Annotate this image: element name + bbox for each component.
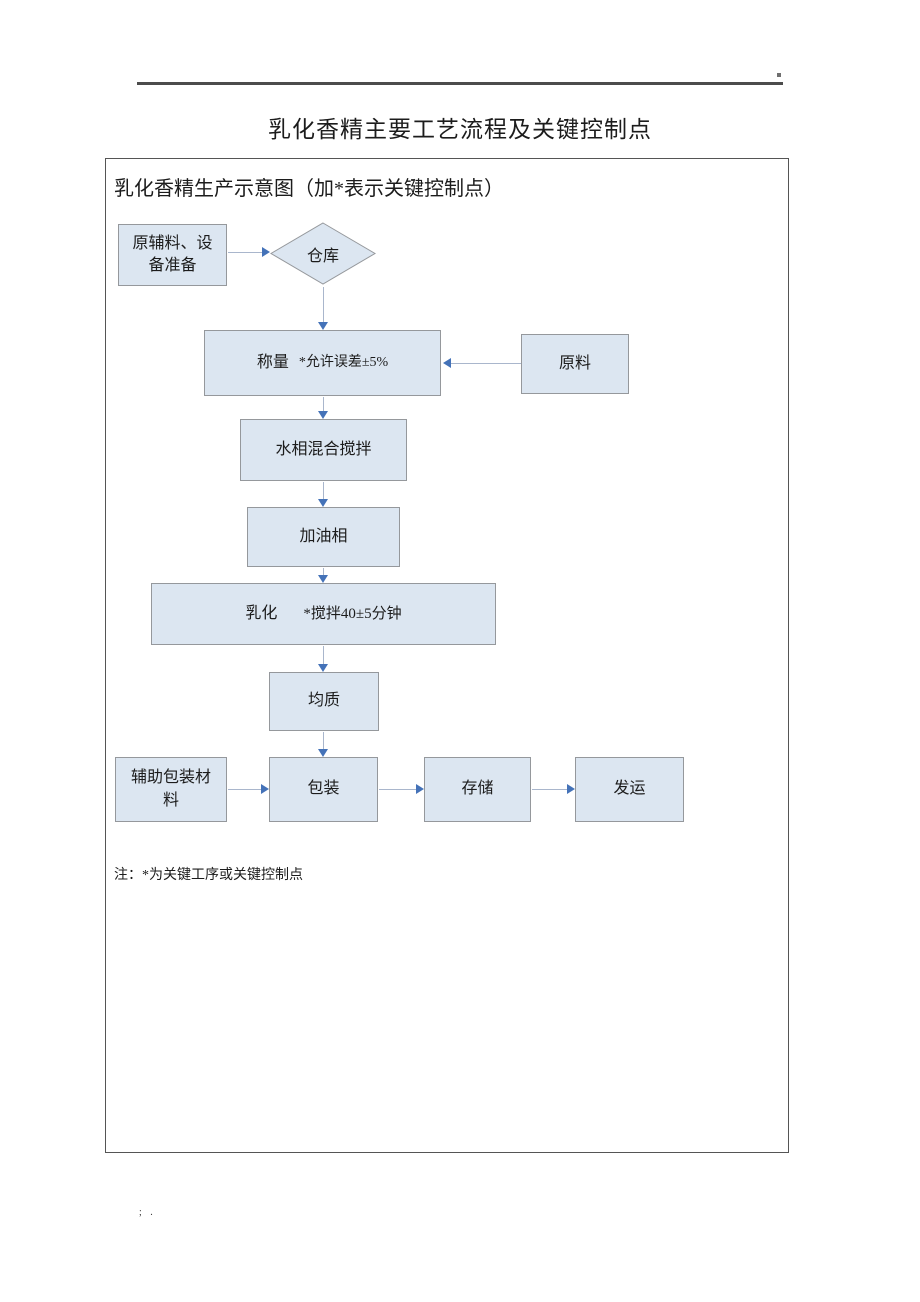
flow-node-label: 仓库	[306, 247, 339, 265]
flow-node-ship: 发运	[575, 757, 684, 822]
flow-node-annotation: *允许误差±5%	[298, 355, 389, 371]
diagram-subtitle: 乳化香精生产示意图（加*表示关键控制点）	[114, 178, 504, 200]
arrow-head-icon	[262, 247, 270, 257]
flow-node-label: 水相混合搅拌	[275, 440, 372, 458]
footer-marks: ; .	[139, 1207, 153, 1218]
arrow-line	[323, 646, 324, 665]
flow-node-water-phase-mix: 水相混合搅拌	[240, 419, 407, 481]
flow-node-raw-material: 原料	[521, 334, 629, 394]
arrow-head-icon	[567, 784, 575, 794]
page-title: 乳化香精主要工艺流程及关键控制点	[268, 117, 652, 142]
arrow-head-icon	[261, 784, 269, 794]
flow-node-label: 均质	[307, 692, 340, 710]
flow-node-annotation: *搅拌40±5分钟	[303, 605, 402, 622]
diamond-shape-icon	[270, 222, 376, 285]
arrow-line	[323, 732, 324, 750]
arrow-line	[228, 789, 262, 790]
header-dot-mark	[777, 73, 781, 77]
flow-node-label: 加油相	[299, 527, 348, 545]
note-text: 注：*为关键工序或关键控制点	[114, 868, 303, 883]
arrow-head-icon	[318, 749, 328, 757]
flow-node-add-oil-phase: 加油相	[247, 507, 400, 567]
flowchart-frame	[105, 158, 789, 1153]
arrow-line	[228, 252, 263, 253]
header-divider-line	[137, 82, 783, 85]
flow-node-homogenize: 均质	[269, 672, 379, 731]
arrow-line	[323, 568, 324, 576]
arrow-line	[532, 789, 567, 790]
flow-node-label: 原辅料、设备准备	[132, 234, 213, 274]
flow-node-label: 称量	[256, 353, 289, 371]
arrow-head-icon	[318, 411, 328, 419]
flow-node-label: 包装	[307, 780, 340, 798]
flow-node-prep: 原辅料、设备准备	[118, 224, 227, 286]
arrow-line	[379, 789, 416, 790]
flow-node-aux-packaging: 辅助包装材料	[115, 757, 227, 822]
flow-node-label: 辅助包装材料	[130, 769, 211, 809]
flow-node-label: 乳化	[245, 604, 278, 622]
arrow-line	[323, 482, 324, 500]
flow-node-label: 存储	[461, 780, 494, 798]
arrow-line	[451, 363, 521, 364]
flow-node-store: 存储	[424, 757, 531, 822]
flow-node-pack: 包装	[269, 757, 378, 822]
arrow-head-icon	[416, 784, 424, 794]
arrow-head-icon	[318, 664, 328, 672]
flow-node-label: 发运	[613, 780, 646, 798]
arrow-head-icon	[318, 575, 328, 583]
arrow-line	[323, 397, 324, 412]
arrow-head-icon	[318, 499, 328, 507]
flow-node-weigh: 称量 *允许误差±5%	[204, 330, 441, 396]
arrow-line	[323, 287, 324, 323]
arrow-head-icon	[318, 322, 328, 330]
flow-node-emulsify: 乳化 *搅拌40±5分钟	[151, 583, 496, 645]
arrow-head-icon	[443, 358, 451, 368]
flow-node-label: 原料	[558, 354, 591, 372]
flow-node-warehouse: 仓库	[270, 222, 376, 285]
